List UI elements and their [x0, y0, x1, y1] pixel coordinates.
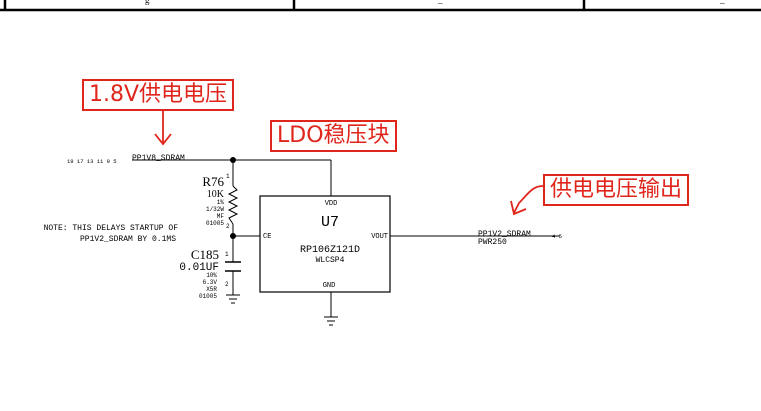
capacitor-symbol — [225, 261, 241, 272]
resistor-spec-4: 01005 — [206, 220, 224, 227]
input-net-name: PP1V8_SDRAM — [132, 154, 185, 163]
arrow-input-callout — [154, 108, 172, 146]
ic-pin-gnd: GND — [323, 282, 336, 290]
resistor-pin-2: 2 — [226, 223, 230, 230]
junction-dot-ce — [230, 233, 236, 239]
table-cell-1: g — [145, 0, 150, 5]
table-cell-3: _ — [719, 0, 725, 5]
ic-ref: U7 — [321, 214, 339, 231]
arrow-output-callout — [510, 185, 544, 216]
resistor-pin-1: 1 — [226, 173, 230, 180]
ic-part-number: RP106Z121D — [300, 245, 360, 256]
output-net-sub: PWR250 — [478, 238, 507, 247]
table-cell-2: _ — [437, 0, 443, 5]
capacitor-pin-2: 2 — [225, 281, 229, 288]
resistor-spec-1: 1% — [217, 199, 225, 206]
input-net-pins: 19 17 13 11 9 5 — [67, 158, 117, 165]
capacitor-spec-4: 01005 — [199, 293, 217, 300]
callout-ldo: LDO稳压块 — [270, 120, 397, 152]
callout-input-voltage: 1.8V供电电压 — [82, 79, 235, 111]
capacitor-value: 0.01UF — [179, 262, 219, 274]
capacitor-ref: C185 — [191, 247, 219, 262]
ic-body — [259, 195, 391, 293]
ic-pin-ce: CE — [263, 233, 271, 241]
top-table — [0, 0, 761, 12]
ground-symbol-ic — [324, 316, 338, 326]
ground-symbol-cap — [226, 294, 240, 304]
capacitor-spec-3: X5R — [206, 286, 217, 293]
capacitor-pin-1: 1 — [225, 251, 229, 258]
junction-dot-input — [230, 157, 236, 163]
note-line-1: NOTE: THIS DELAYS STARTUP OF — [44, 224, 179, 233]
output-net-name: PP1V2_SDRAM — [478, 230, 531, 239]
ic-pin-vout: VOUT — [371, 233, 388, 241]
callout-output-voltage: 供电电压输出 — [543, 174, 690, 206]
resistor-spec-3: MF — [217, 213, 225, 220]
ic-package: WLCSP4 — [316, 256, 345, 265]
note-line-2: PP1V2_SDRAM BY 0.1MS — [80, 235, 176, 244]
ic-pin-vdd: VDD — [325, 200, 338, 208]
resistor-spec-2: 1/32W — [206, 206, 224, 213]
resistor-ref: R76 — [202, 174, 224, 189]
output-net-pins: 4 5 — [552, 233, 562, 240]
capacitor-spec-1: 10% — [206, 272, 217, 279]
resistor-symbol — [227, 185, 239, 225]
capacitor-spec-2: 6.3V — [203, 279, 218, 286]
resistor-value: 10K — [207, 189, 225, 200]
